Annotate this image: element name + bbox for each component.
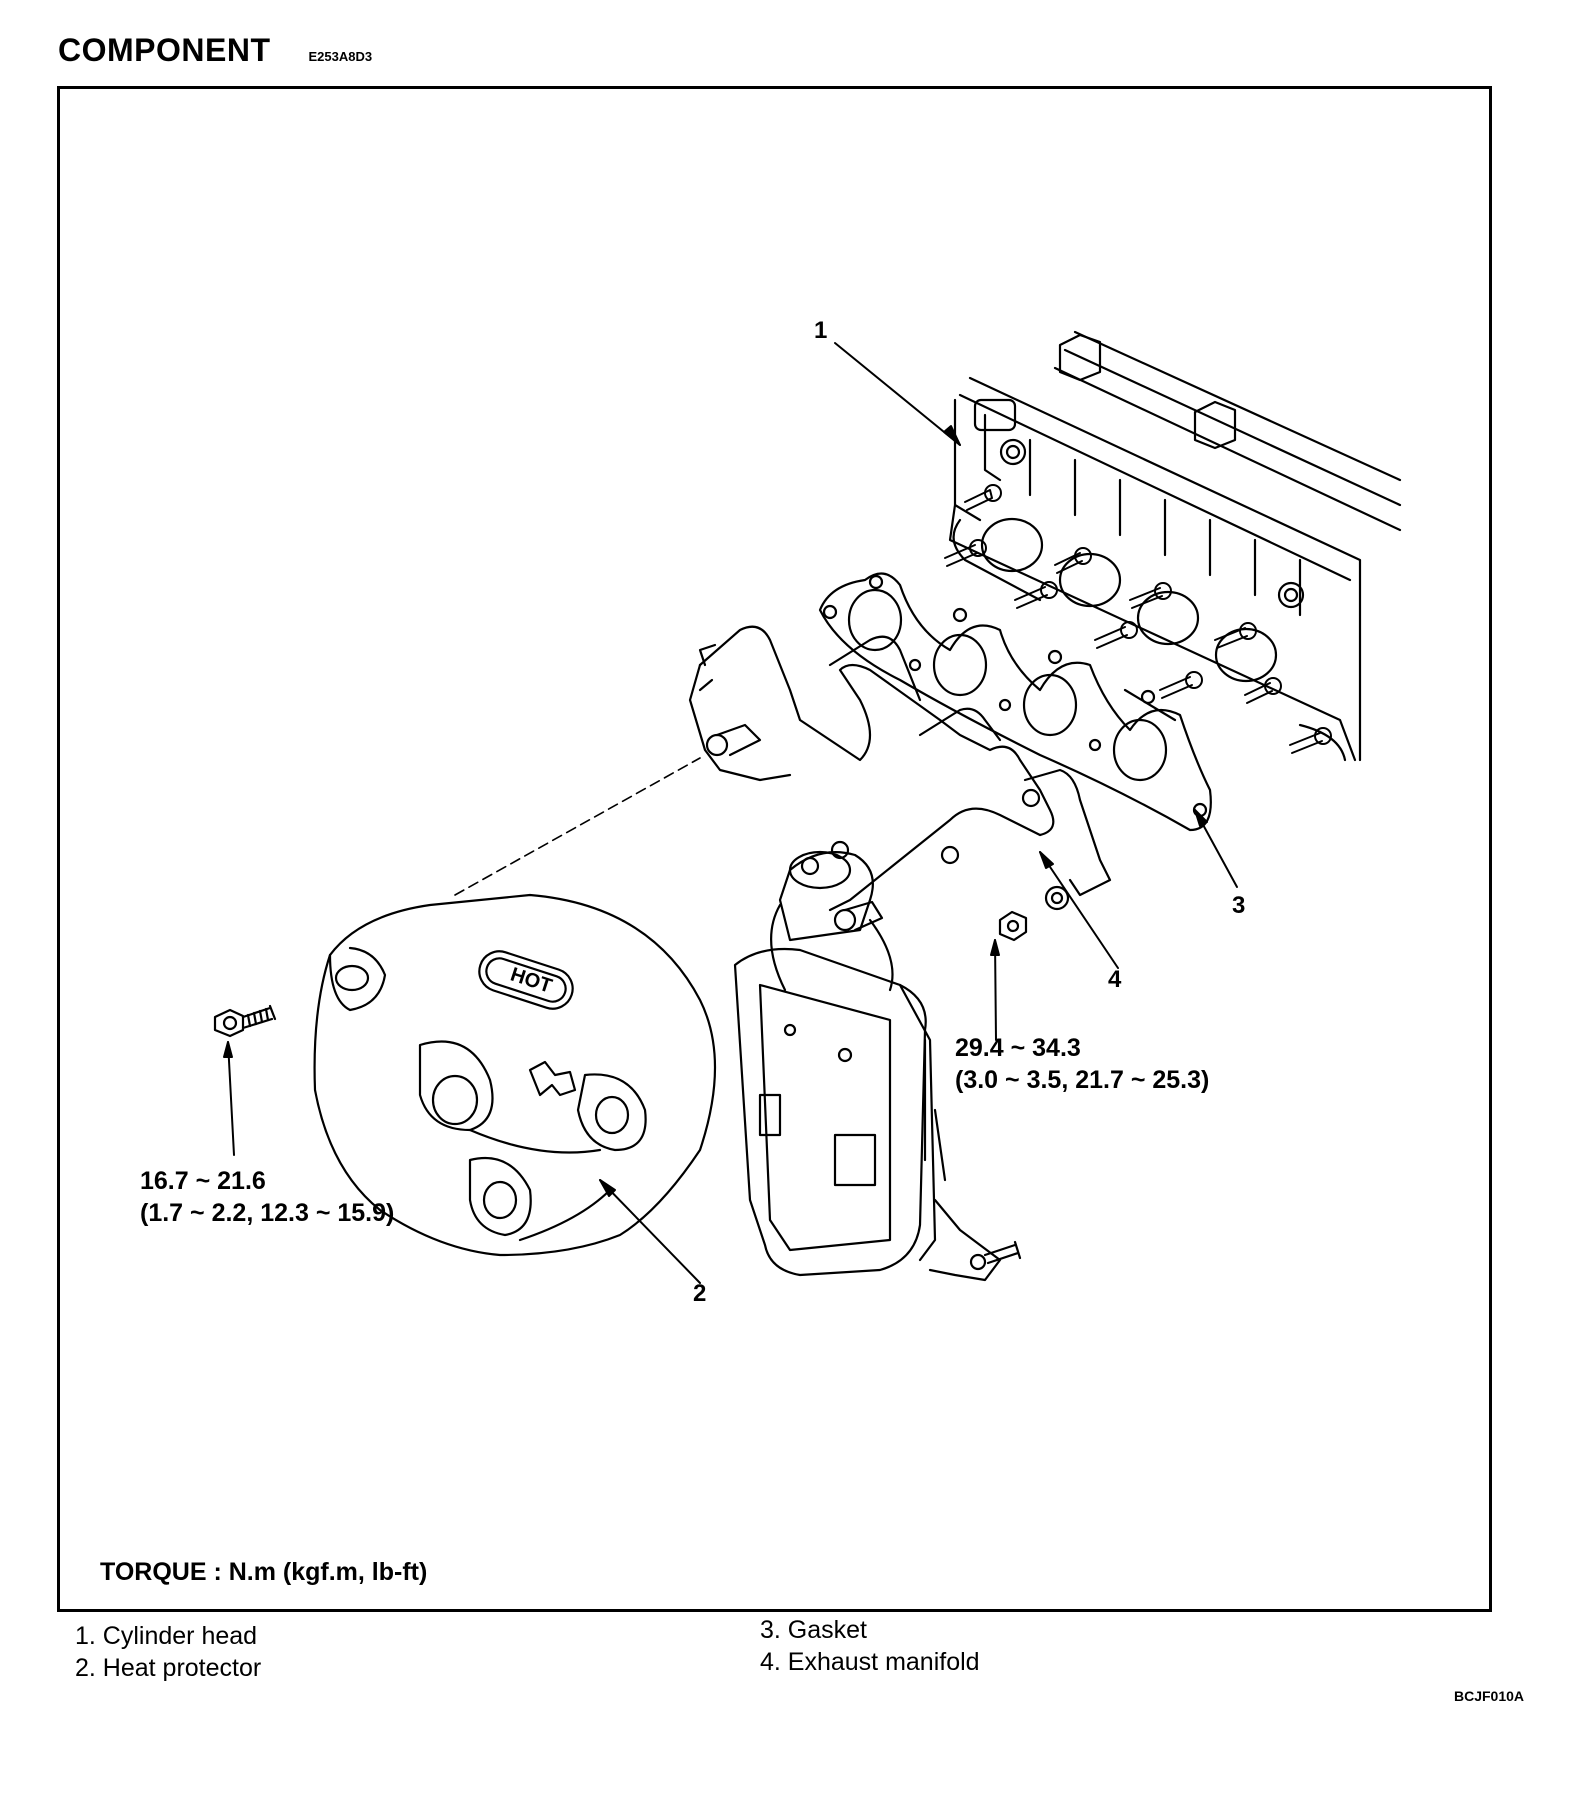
torque-bolt-primary: 16.7 ~ 21.6 — [140, 1167, 266, 1195]
heat-protector — [313, 893, 717, 1257]
torque-spec-nut: 29.4 ~ 34.3 (3.0 ~ 3.5, 21.7 ~ 25.3) — [955, 1032, 1209, 1096]
document-code: E253A8D3 — [308, 49, 373, 64]
leader-lines — [223, 342, 1238, 1284]
diagram-frame — [57, 86, 1492, 1612]
torque-nut-secondary: (3.0 ~ 3.5, 21.7 ~ 25.3) — [955, 1066, 1210, 1094]
callout-2: 2 — [693, 1280, 707, 1307]
legend-left: 1. Cylinder head 2. Heat protector — [75, 1620, 261, 1684]
hot-label: HOT — [508, 964, 555, 998]
page-header: COMPONENT E253A8D3 — [58, 32, 372, 69]
torque-nut-primary: 29.4 ~ 34.3 — [955, 1034, 1081, 1062]
legend-item-cylinder-head: 1. Cylinder head — [75, 1622, 258, 1650]
alignment-dashed-line — [454, 757, 701, 896]
cylinder-head — [944, 330, 1402, 762]
torque-units-note: TORQUE : N.m (kgf.m, lb-ft) — [100, 1558, 428, 1586]
legend-item-heat-protector: 2. Heat protector — [75, 1654, 262, 1682]
figure-id: BCJF010A — [1453, 1688, 1524, 1704]
gasket — [818, 572, 1212, 832]
legend-item-gasket: 3. Gasket — [760, 1616, 867, 1644]
torque-bolt-secondary: (1.7 ~ 2.2, 12.3 ~ 15.9) — [140, 1199, 395, 1227]
page-title: COMPONENT — [58, 32, 271, 68]
legend-right: 3. Gasket 4. Exhaust manifold — [760, 1614, 980, 1678]
exhaust-manifold — [688, 625, 1112, 1282]
torque-spec-bolt: 16.7 ~ 21.6 (1.7 ~ 2.2, 12.3 ~ 15.9) — [140, 1165, 394, 1229]
callout-3: 3 — [1232, 892, 1246, 919]
callout-4: 4 — [1108, 966, 1122, 993]
callout-1: 1 — [814, 317, 828, 344]
legend-item-exhaust-manifold: 4. Exhaust manifold — [760, 1648, 980, 1676]
heat-protector-bolt — [213, 1004, 277, 1038]
